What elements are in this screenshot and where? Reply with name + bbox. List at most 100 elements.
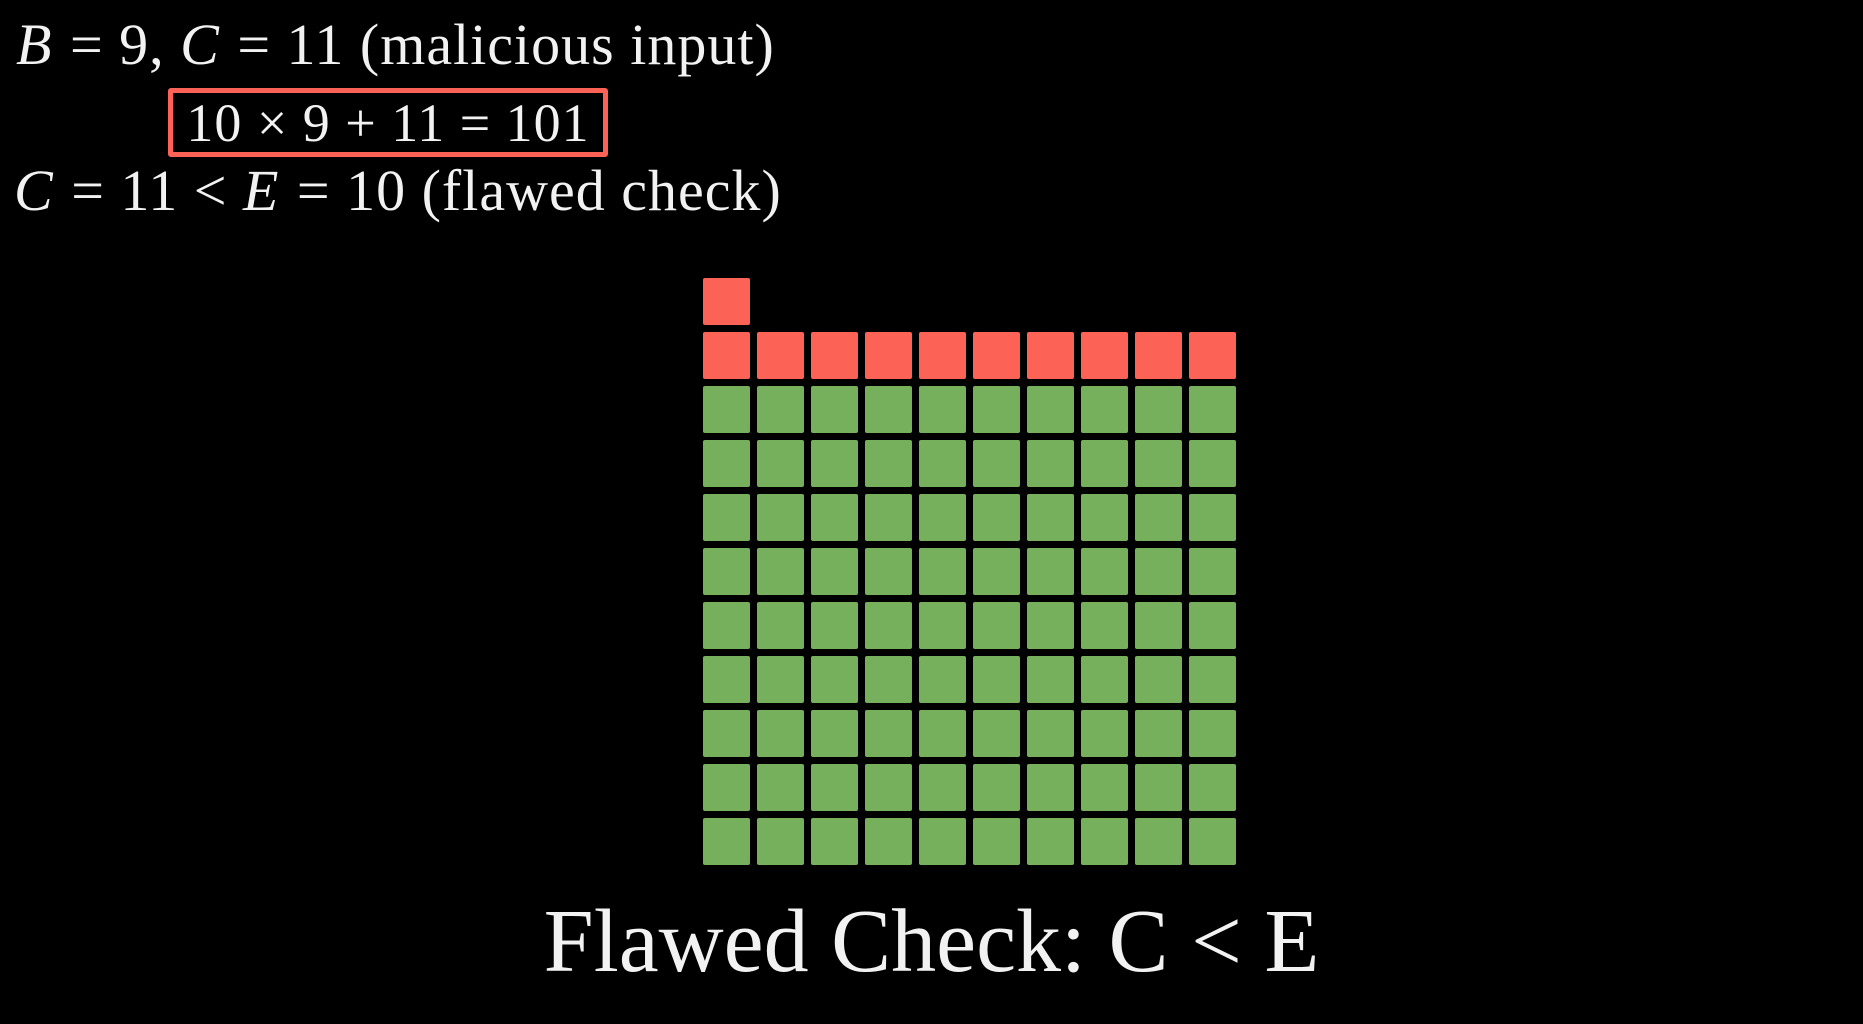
green-cell xyxy=(1135,656,1182,703)
green-cell xyxy=(811,494,858,541)
green-cell xyxy=(703,764,750,811)
red-cell xyxy=(757,332,804,379)
green-cell xyxy=(865,764,912,811)
math-text: = 10 (flawed check) xyxy=(281,158,782,223)
green-cell xyxy=(1027,656,1074,703)
red-cell xyxy=(1135,332,1182,379)
green-cell xyxy=(703,818,750,865)
green-cell xyxy=(757,818,804,865)
green-cell xyxy=(973,656,1020,703)
green-cell xyxy=(811,548,858,595)
green-cell xyxy=(1027,548,1074,595)
red-cell xyxy=(865,332,912,379)
empty-cell xyxy=(1081,278,1128,325)
green-cell xyxy=(865,548,912,595)
green-cell xyxy=(1189,710,1236,757)
red-cell xyxy=(1189,332,1236,379)
red-cell xyxy=(1027,332,1074,379)
green-cell xyxy=(757,764,804,811)
red-cell xyxy=(973,332,1020,379)
green-cell xyxy=(1189,656,1236,703)
green-cell xyxy=(1081,764,1128,811)
equation-highlight-box: 10 × 9 + 11 = 101 xyxy=(168,88,608,157)
green-cell xyxy=(1135,818,1182,865)
green-cell xyxy=(973,548,1020,595)
green-cell xyxy=(919,440,966,487)
math-variable: E xyxy=(242,158,280,223)
green-cell xyxy=(703,656,750,703)
green-cell xyxy=(811,818,858,865)
green-cell xyxy=(703,440,750,487)
green-cell xyxy=(811,656,858,703)
green-cell xyxy=(703,548,750,595)
math-text: = 9, xyxy=(54,12,181,77)
green-cell xyxy=(919,818,966,865)
red-cell xyxy=(1081,332,1128,379)
green-cell xyxy=(1135,440,1182,487)
green-cell xyxy=(1189,386,1236,433)
math-text: 10 × 9 + 11 = 101 xyxy=(186,92,590,153)
green-cell xyxy=(1027,818,1074,865)
red-cell xyxy=(919,332,966,379)
green-cell xyxy=(1081,494,1128,541)
green-cell xyxy=(1027,386,1074,433)
red-cell xyxy=(703,332,750,379)
green-cell xyxy=(703,602,750,649)
green-cell xyxy=(1189,548,1236,595)
green-cell xyxy=(973,710,1020,757)
empty-cell xyxy=(973,278,1020,325)
green-cell xyxy=(757,494,804,541)
equation-line-malicious-input: B = 9, C = 11 (malicious input) xyxy=(16,12,775,79)
green-cell xyxy=(973,818,1020,865)
buffer-grid xyxy=(703,278,1236,865)
green-cell xyxy=(1189,602,1236,649)
green-cell xyxy=(1081,656,1128,703)
empty-cell xyxy=(757,278,804,325)
green-cell xyxy=(811,764,858,811)
green-cell xyxy=(919,602,966,649)
green-cell xyxy=(865,710,912,757)
green-cell xyxy=(1189,764,1236,811)
green-cell xyxy=(919,656,966,703)
green-cell xyxy=(1081,440,1128,487)
green-cell xyxy=(811,710,858,757)
empty-cell xyxy=(811,278,858,325)
empty-cell xyxy=(1027,278,1074,325)
green-cell xyxy=(1135,548,1182,595)
green-cell xyxy=(757,710,804,757)
green-cell xyxy=(973,440,1020,487)
green-cell xyxy=(865,656,912,703)
green-cell xyxy=(919,386,966,433)
green-cell xyxy=(1081,602,1128,649)
green-cell xyxy=(1081,548,1128,595)
green-cell xyxy=(1135,602,1182,649)
green-cell xyxy=(973,602,1020,649)
green-cell xyxy=(811,602,858,649)
green-cell xyxy=(1081,818,1128,865)
math-variable: C xyxy=(180,12,220,77)
empty-cell xyxy=(1135,278,1182,325)
green-cell xyxy=(919,494,966,541)
empty-cell xyxy=(865,278,912,325)
green-cell xyxy=(757,656,804,703)
math-variable: C xyxy=(14,158,54,223)
green-cell xyxy=(703,494,750,541)
green-cell xyxy=(1027,440,1074,487)
green-cell xyxy=(757,548,804,595)
green-cell xyxy=(919,764,966,811)
math-variable: B xyxy=(16,12,53,77)
green-cell xyxy=(703,386,750,433)
green-cell xyxy=(1135,710,1182,757)
green-cell xyxy=(757,440,804,487)
green-cell xyxy=(865,818,912,865)
empty-cell xyxy=(1189,278,1236,325)
green-cell xyxy=(1135,494,1182,541)
green-cell xyxy=(1189,440,1236,487)
green-cell xyxy=(973,764,1020,811)
green-cell xyxy=(973,386,1020,433)
green-cell xyxy=(919,548,966,595)
overflow-red-cell xyxy=(703,278,750,325)
green-cell xyxy=(757,602,804,649)
green-cell xyxy=(757,386,804,433)
